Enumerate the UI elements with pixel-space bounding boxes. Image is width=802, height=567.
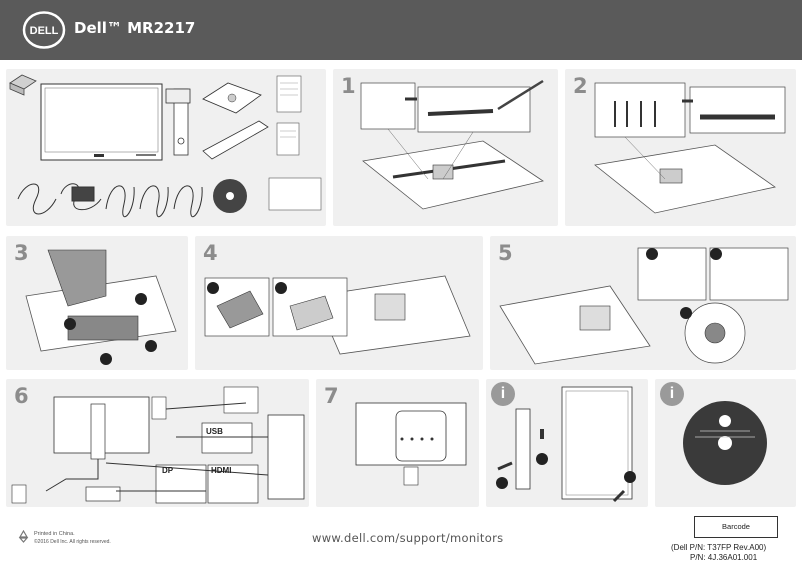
panel-step-5: 5 — [490, 236, 796, 370]
step-number-1: 1 — [341, 74, 356, 98]
adjustment-illustration — [496, 386, 636, 503]
panel-step-4: 4 — [195, 236, 483, 370]
info-icon: i — [660, 382, 684, 406]
step3-illustration — [25, 249, 177, 365]
recycle-icon — [18, 530, 29, 543]
step-number-2: 2 — [573, 74, 588, 98]
step-number-5: 5 — [498, 241, 513, 265]
documents-icon — [276, 75, 302, 156]
header-bar: DELL Dell™ MR2217 — [0, 0, 802, 60]
panel-step-6: USB DP HDMI 6 — [6, 379, 309, 507]
step1-illustration — [360, 79, 544, 210]
info-icon: i — [491, 382, 515, 406]
cables-icon — [17, 183, 203, 218]
dell-part-number: (Dell P/N: T37FP Rev.A00) — [671, 543, 767, 552]
step5-illustration — [499, 247, 789, 365]
stand-riser-icon — [165, 88, 191, 156]
step-number-7: 7 — [324, 384, 339, 408]
panel-box-contents — [6, 69, 326, 226]
box-contents-illustration — [9, 74, 322, 218]
disc-illustration — [683, 401, 767, 485]
step2-illustration — [594, 82, 786, 214]
hdmi-label: HDMI — [211, 466, 231, 475]
panel-step-1: 1 — [333, 69, 558, 226]
product-title: Dell™ MR2217 — [74, 19, 196, 37]
pn-number: P/N: 4J.36A01.001 — [690, 553, 758, 562]
step7-illustration — [355, 402, 467, 486]
stand-base-icon — [202, 82, 262, 114]
step-number-4: 4 — [203, 241, 218, 265]
barcode-box: Barcode — [694, 516, 778, 538]
quick-setup-guide-icon — [268, 177, 322, 211]
step-number-3: 3 — [14, 241, 29, 265]
copyright-text: ©2016 Dell Inc. All rights reserved. — [34, 539, 111, 545]
dell-logo-text: DELL — [30, 25, 59, 37]
monitor-front-icon — [40, 83, 163, 161]
panel-info-adjustment: i — [486, 379, 648, 507]
dp-label: DP — [162, 466, 174, 475]
printed-in-text: Printed in China. — [34, 531, 75, 537]
support-url[interactable]: www.dell.com/support/monitors — [312, 531, 504, 545]
panel-step-2: 2 — [565, 69, 796, 226]
disc-icon — [213, 179, 247, 213]
panel-step-7: 7 — [316, 379, 479, 507]
step-number-6: 6 — [14, 384, 29, 408]
dell-logo: DELL — [22, 11, 66, 49]
panel-info-disc: i — [655, 379, 796, 507]
step6-illustration: USB DP HDMI — [11, 386, 305, 504]
box-icon — [9, 74, 37, 96]
usb-label: USB — [206, 427, 223, 436]
step4-illustration — [204, 275, 471, 355]
panel-step-3: 3 — [6, 236, 188, 370]
cable-cover-icon — [202, 120, 269, 160]
